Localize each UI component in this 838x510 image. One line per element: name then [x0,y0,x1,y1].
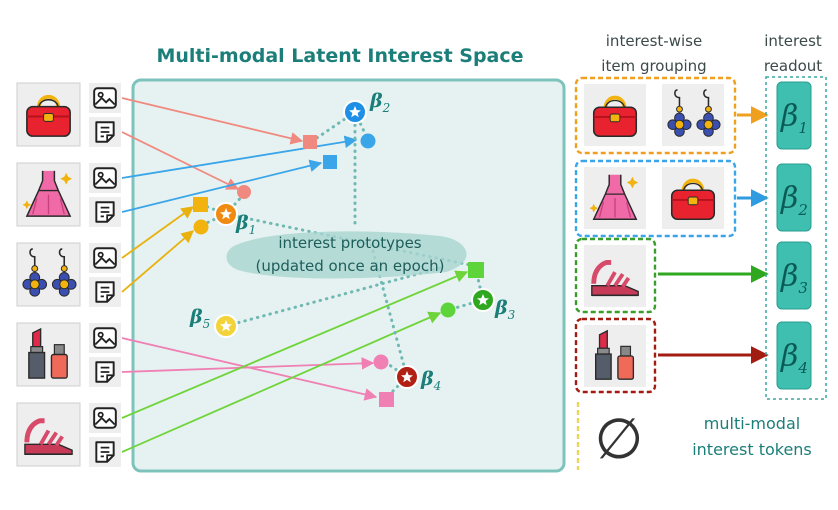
interest-tokens: β1 β2 β3 β4 [776,81,812,390]
sandal-image-embedding [468,262,484,278]
group-item-card [662,84,724,146]
readout-arrows [658,106,769,364]
dress-image-embedding [360,133,376,149]
handbag-image-embedding [303,135,317,149]
embedding-arrows [121,97,469,453]
tokens-label-line1: multi-modal [704,414,800,433]
group-items: ∅ [584,84,724,472]
document-icon [95,121,115,143]
item-row-handbag [16,82,121,147]
prototype-labels: β2 β1 β3 β4 β5 [189,90,516,393]
interest-token-2-label: β2 [780,181,808,219]
item-card [16,322,81,387]
arrow-sandal-image [121,270,469,419]
document-icon [95,281,115,303]
arrow-handbag-image [121,97,304,145]
item-card [16,242,81,307]
document-icon [95,361,115,383]
readout-header-line1: interest [764,32,822,50]
item-row-earrings [16,242,121,307]
interest-token-3-label: β3 [780,259,808,297]
interest-token-3 [776,241,812,310]
prototype-label-line2: (updated once an epoch) [256,257,445,275]
diagram-title: Multi-modal Latent Interest Space [156,45,523,67]
item-column [16,82,121,467]
dress-text-embedding [323,155,337,169]
arrow-sandal-text [121,311,442,453]
interest-token-1 [776,81,812,150]
prototype-5-label: β5 [189,306,210,331]
interest-token-1-label: β1 [780,99,808,137]
embedding-markers [193,133,484,407]
interest-token-4-label: β4 [780,339,808,377]
group-box-2 [574,159,737,238]
arrow-dress-text [121,159,323,213]
document-icon [95,441,115,463]
group-box-1 [574,76,737,155]
tokens-label-line2: interest tokens [692,440,812,459]
sandal-text-embedding [440,302,456,318]
earrings-text-embedding [193,219,209,235]
arrow-earrings-image [121,206,195,259]
item-row-lipstick [16,322,121,387]
group-box-4 [574,317,657,394]
grouping-header-line1: interest-wise [606,32,702,50]
group-box-3 [574,237,657,314]
arrow-earrings-text [121,230,194,293]
prototype-markers [214,100,495,389]
item-groups [574,76,737,470]
item-row-sandal [16,402,121,467]
earrings-image-embedding [193,197,208,212]
image-icon [93,247,117,269]
prototype-label-background [226,231,467,279]
lipstick-text-embedding [373,354,389,370]
grouping-header-line2: item grouping [601,57,706,75]
readout-header-line2: readout [764,57,822,75]
document-icon [95,201,115,223]
prototype-3-label: β3 [494,297,516,322]
arrow-handbag-text [121,131,240,190]
image-icon [93,327,117,349]
handbag-text-embedding [237,185,251,199]
arrow-lipstick-text [121,357,375,373]
prototype-4-label: β4 [420,368,441,393]
lipstick-image-embedding [379,392,394,407]
interest-token-4 [776,321,812,390]
item-row-dress [16,162,121,227]
image-icon [93,407,117,429]
image-icon [93,87,117,109]
prototype-label-line1: interest prototypes [278,234,421,252]
prototype-1-label: β1 [235,212,256,237]
interest-token-2 [776,163,812,232]
readout-column-box [765,76,827,400]
prototype-2-label: β2 [369,90,390,115]
image-icon [93,167,117,189]
group-item-card [584,325,646,387]
empty-set-icon: ∅ [595,407,644,472]
